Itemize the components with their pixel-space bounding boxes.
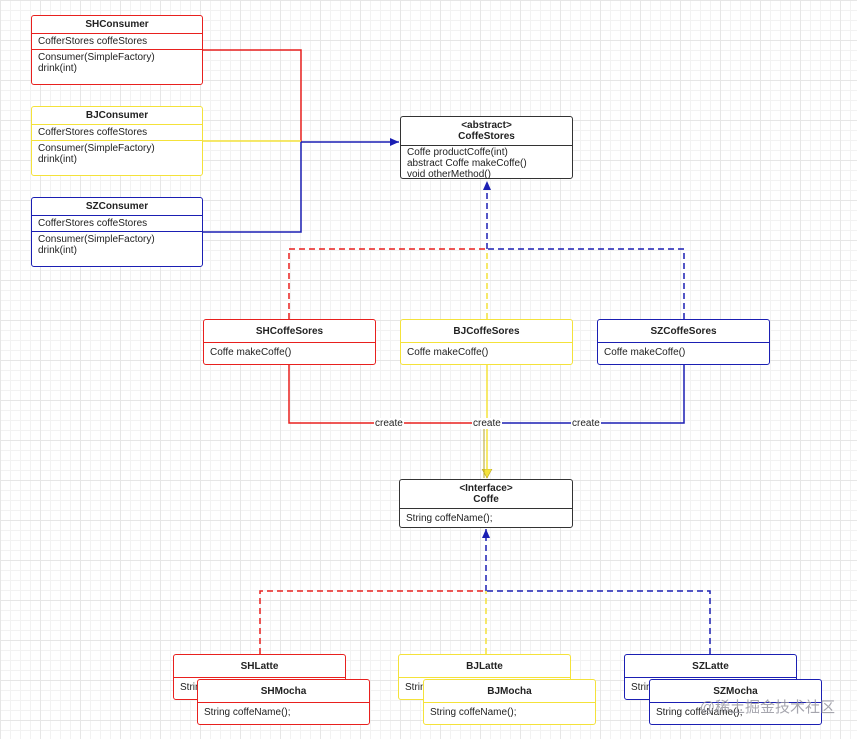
method: Coffe makeCoffe() [604,347,686,358]
impl-line-szlatte [486,590,711,654]
method: Coffe makeCoffe() [210,347,292,358]
method: String coffeName(); [204,707,291,718]
method: String coffeName(); [406,513,493,524]
class-szmocha[interactable]: SZMocha String coffeName(); [649,679,822,725]
stereotype: <abstract> [461,120,512,131]
class-szcoffesores[interactable]: SZCoffeSores Coffe makeCoffe() [597,319,770,365]
class-methods: Consumer(SimpleFactory) drink(int) [32,231,202,258]
class-methods: Coffe makeCoffe() [401,342,572,360]
class-name: SHConsumer [85,19,149,30]
method: Coffe makeCoffe() [407,347,489,358]
method: Consumer(SimpleFactory) [38,143,155,154]
class-methods: String coffeName(); [198,702,369,720]
inherit-line-shcoffesores [288,248,487,319]
class-methods: Consumer(SimpleFactory) drink(int) [32,140,202,167]
class-name: BJMocha [487,686,532,697]
method: String [631,682,658,693]
create-line-shcoffesores [288,365,484,424]
method: Consumer(SimpleFactory) [38,52,155,63]
watermark: @稀土掘金技术社区 [699,699,835,716]
class-coffestores[interactable]: <abstract> CoffeStores Coffe productCoff… [400,116,573,182]
class-methods: Coffe productCoffe(int) abstract Coffe m… [401,145,572,182]
method: drink(int) [38,154,77,165]
method: Consumer(SimpleFactory) [38,234,155,245]
create-label-sh: create [374,418,404,429]
method: drink(int) [38,245,77,256]
class-name: Coffe [473,494,499,505]
class-name: SHMocha [260,686,307,697]
field: CofferStores coffeStores [38,218,148,229]
class-methods: String [399,677,570,695]
field: CofferStores coffeStores [38,127,148,138]
class-methods: String [625,677,796,695]
class-name: SZMocha [713,686,758,697]
class-methods: String coffeName(); [650,702,821,720]
class-fields: CofferStores coffeStores [32,124,202,140]
class-shconsumer[interactable]: SHConsumer CofferStores coffeStores Cons… [31,15,203,85]
impl-line-shlatte [259,590,486,654]
class-bjmocha[interactable]: BJMocha String coffeName(); [423,679,596,725]
class-fields: CofferStores coffeStores [32,33,202,49]
class-bjconsumer[interactable]: BJConsumer CofferStores coffeStores Cons… [31,106,203,176]
class-methods: String coffeName(); [424,702,595,720]
class-name: SZConsumer [85,201,149,212]
class-methods: String [174,677,345,695]
interface-coffe[interactable]: <Interface> Coffe String coffeName(); [399,479,573,528]
class-name: BJLatte [466,661,503,672]
method: String [405,682,432,693]
class-fields: CofferStores coffeStores [32,215,202,231]
class-name: SZCoffeSores [650,326,717,337]
method: void otherMethod() [407,169,491,180]
class-methods: Coffe makeCoffe() [204,342,375,360]
class-name: CoffeStores [458,131,515,142]
method: Coffe productCoffe(int) [407,147,508,158]
class-name: SHLatte [240,661,279,672]
field: CofferStores coffeStores [38,36,148,47]
class-name: SZLatte [692,661,729,672]
method: String coffeName(); [656,707,743,718]
class-szconsumer[interactable]: SZConsumer CofferStores coffeStores Cons… [31,197,203,267]
inherit-line-szcoffesores [487,248,685,319]
class-name: BJCoffeSores [453,326,520,337]
method: String coffeName(); [430,707,517,718]
class-header: <Interface> Coffe [400,480,572,508]
class-methods: Coffe makeCoffe() [598,342,769,360]
class-bjcoffesores[interactable]: BJCoffeSores Coffe makeCoffe() [400,319,573,365]
assoc-line-szconsumer [203,142,302,233]
class-name: BJConsumer [85,110,149,121]
class-name: SHCoffeSores [255,326,324,337]
stereotype: <Interface> [459,483,513,494]
class-methods: Consumer(SimpleFactory) drink(int) [32,49,202,76]
method: String [180,682,207,693]
class-shmocha[interactable]: SHMocha String coffeName(); [197,679,370,725]
class-methods: String coffeName(); [400,508,572,526]
create-label-sz: create [571,418,601,429]
class-shcoffesores[interactable]: SHCoffeSores Coffe makeCoffe() [203,319,376,365]
class-header: <abstract> CoffeStores [401,117,572,145]
create-label-bj: create [472,418,502,429]
create-line-szcoffesores [488,365,685,424]
method: drink(int) [38,63,77,74]
method: abstract Coffe makeCoffe() [407,158,527,169]
assoc-line-shconsumer [203,49,302,142]
